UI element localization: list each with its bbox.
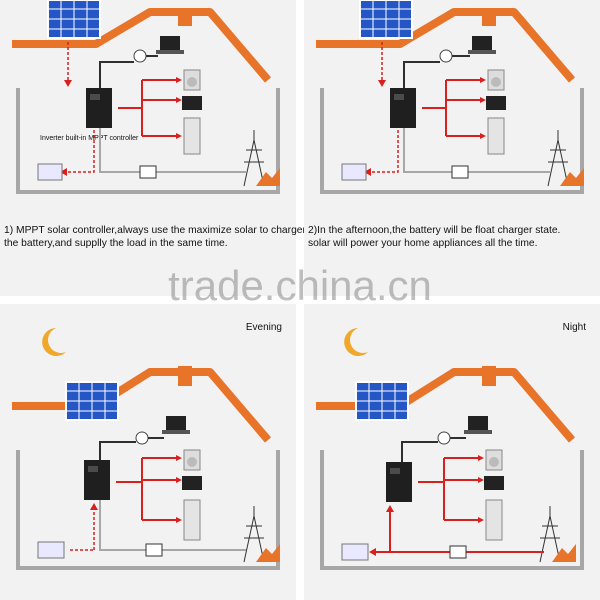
power-tower-icon [547,130,569,187]
diagram-panel-4: Night [304,304,600,600]
solar-panel-icon [355,381,409,421]
internet-icon [437,431,451,445]
network-cable [99,55,158,88]
grid-spark [560,168,584,186]
meter-icon [449,545,467,559]
caption: 1) MPPT solar controller,always use the … [4,224,306,250]
house-diagram [12,328,280,570]
internet-icon [439,49,453,63]
chimney [482,366,496,386]
network-cable [99,437,164,460]
battery-flow-arrow [66,130,95,173]
moon-icon [344,328,368,356]
grid-spark [552,544,576,562]
grid-cable [403,128,550,173]
tv-icon [484,476,504,490]
grid-cable [99,128,246,173]
inverter-icon [84,460,110,500]
laptop-icon [468,36,496,54]
tv-icon [182,476,202,490]
internet-icon [133,49,147,63]
battery-icon [37,163,63,181]
laptop-icon [464,416,492,434]
network-cable [401,437,466,462]
caption-line-1: 2)In the afternoon,the battery will be f… [308,225,561,236]
chimney [178,366,192,386]
power-tower-icon [243,506,265,563]
battery-icon [37,541,65,559]
inverter-icon [86,88,112,128]
solar-panel-icon [47,0,101,39]
house-diagram [316,0,584,194]
inverter-label: Inverter built-in MPPT controller [40,135,139,142]
grid-cable [99,500,246,551]
house-roof [12,368,272,443]
laptop-icon [156,36,184,54]
internet-icon [135,431,149,445]
house-wall [16,450,280,570]
diagram-panel-2: 2)In the afternoon,the battery will be f… [304,0,600,296]
chimney [178,8,192,26]
caption-line-2: solar will power your home appliances al… [308,238,538,249]
moon-icon [42,328,66,356]
battery-icon [341,543,369,561]
house-wall [320,450,584,570]
diagram-panel-1: Inverter built-in MPPT controller 1) MPP… [0,0,306,296]
power-tower-icon [243,130,265,187]
battery-flow-arrow [370,130,399,173]
chimney [482,8,496,26]
house-diagram: Inverter built-in MPPT controller [12,0,280,194]
inverter-icon [390,88,416,128]
fridge-icon [487,117,505,155]
tv-icon [486,96,506,110]
phase-label: Evening [245,322,282,333]
house-roof [316,8,576,83]
fridge-icon [183,117,201,155]
grid-spark [256,168,280,186]
battery-icon [341,163,367,181]
load-arrows [422,79,480,137]
load-arrows [418,457,478,521]
solar-panel-icon [359,0,413,39]
meter-icon [451,165,469,179]
phase-label: Night [562,322,586,333]
house-wall [16,88,280,194]
load-arrows [118,79,176,137]
meter-icon [145,543,163,557]
solar-panel-icon [65,381,119,421]
fridge-icon [485,499,503,541]
load-arrows [116,457,176,521]
meter-icon [139,165,157,179]
caption: 2)In the afternoon,the battery will be f… [308,224,596,250]
tv-icon [182,96,202,110]
caption-line-1: 1) MPPT solar controller,always use the … [4,225,306,236]
inverter-icon [386,462,412,502]
caption-line-2: the battery,and supplly the load in the … [4,238,228,249]
power-tower-icon [539,506,561,563]
fridge-icon [183,499,201,541]
house-wall [320,88,584,194]
laptop-icon [162,416,190,434]
grid-spark [256,544,280,562]
network-cable [403,55,470,88]
house-roof [316,368,576,443]
diagram-panel-3: Evening [0,304,296,600]
house-diagram [316,328,584,570]
